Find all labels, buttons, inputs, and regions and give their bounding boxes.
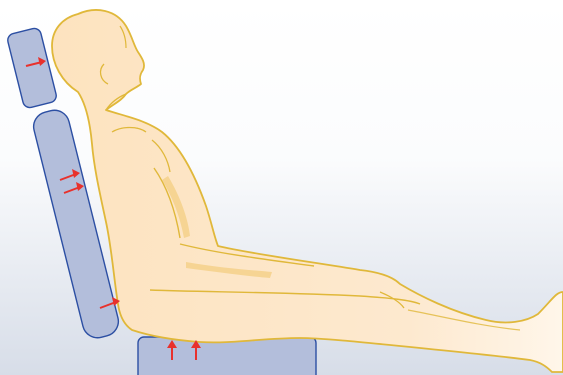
seated-posture-diagram xyxy=(0,0,563,375)
